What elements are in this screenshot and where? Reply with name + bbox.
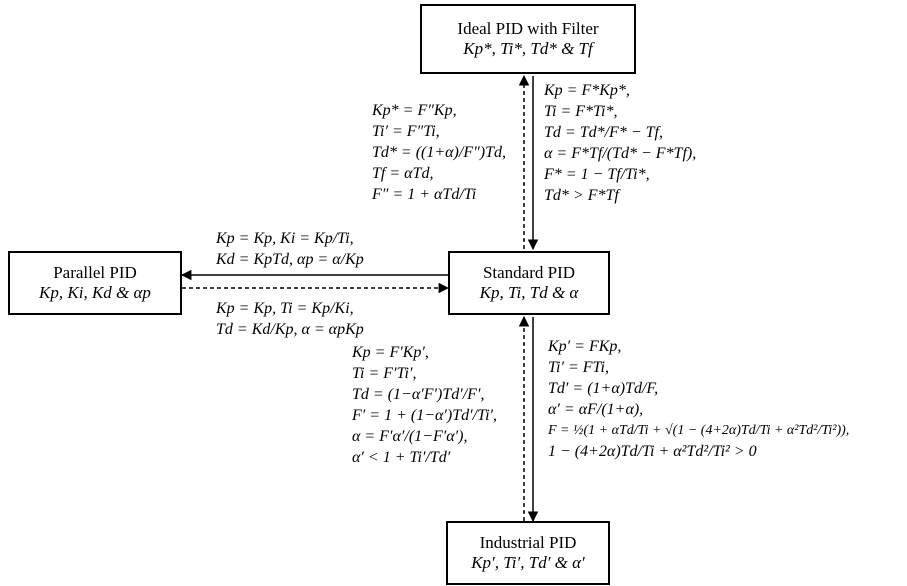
equation-line: Td* = ((1+α)/F″)Td, (372, 144, 506, 161)
equation-line: Kp* = F″Kp, (372, 102, 457, 119)
equation-line: α = F*Tf/(Td* − F*Tf), (544, 145, 697, 162)
equation-line: Kp = Kp, Ki = Kp/Ti, (216, 230, 354, 247)
equation-line: Ti′ = FTi, (548, 359, 609, 376)
node-parallel-params: Kp, Ki, Kd & αp (39, 283, 151, 302)
equation-line: Ti = F′Ti′, (352, 365, 417, 382)
equation-line: α′ < 1 + Ti′/Td′ (352, 449, 451, 466)
label-ideal-to-standard: Kp = F*Kp*, Ti = F*Ti*, Td = Td*/F* − Tf… (544, 80, 696, 206)
label-standard-to-parallel: Kp = Kp, Ki = Kp/Ti, Kd = KpTd, αp = α/K… (216, 228, 364, 270)
equation-line: Tf = αTd, (372, 165, 434, 182)
node-ideal-params: Kp*, Ti*, Td* & Tf (463, 39, 593, 58)
node-industrial-params: Kp′, Ti′, Td′ & α′ (471, 553, 585, 572)
equation-line: α′ = αF/(1+α), (548, 401, 644, 418)
node-parallel-pid: Parallel PID Kp, Ki, Kd & αp (8, 251, 182, 315)
equation-line: Kp = F*Kp*, (544, 82, 630, 99)
equation-line: F′ = 1 + (1−α′)Td′/Ti′, (352, 407, 498, 424)
equation-line: Td = (1−α′F′)Td′/F′, (352, 386, 485, 403)
equation-line: Kp′ = FKp, (548, 338, 622, 355)
equation-line: Kp = Kp, Ti = Kp/Ki, (216, 300, 354, 317)
node-industrial-title: Industrial PID (479, 533, 577, 552)
node-standard-pid: Standard PID Kp, Ti, Td & α (448, 251, 610, 315)
equation-line: F* = 1 − Tf/Ti*, (544, 166, 650, 183)
node-ideal-pid: Ideal PID with Filter Kp*, Ti*, Td* & Tf (420, 4, 636, 74)
label-industrial-to-standard: Kp = F′Kp′, Ti = F′Ti′, Td = (1−α′F′)Td′… (352, 342, 497, 468)
label-standard-to-industrial: Kp′ = FKp, Ti′ = FTi, Td′ = (1+α)Td/F, α… (548, 336, 849, 462)
equation-line: 1 − (4+2α)Td/Ti + α²Td²/Ti² > 0 (548, 443, 757, 460)
equation-line: Td′ = (1+α)Td/F, (548, 380, 659, 397)
node-ideal-title: Ideal PID with Filter (457, 19, 599, 38)
equation-line: Ti′ = F″Ti, (372, 123, 440, 140)
equation-line: α = F′α′/(1−F′α′), (352, 428, 468, 445)
label-standard-to-ideal: Kp* = F″Kp, Ti′ = F″Ti, Td* = ((1+α)/F″)… (372, 100, 506, 205)
node-standard-title: Standard PID (482, 263, 576, 282)
node-industrial-pid: Industrial PID Kp′, Ti′, Td′ & α′ (446, 521, 610, 585)
equation-line: Td = Td*/F* − Tf, (544, 124, 663, 141)
equation-line: Td* > F*Tf (544, 187, 619, 204)
node-standard-params: Kp, Ti, Td & α (479, 283, 579, 302)
node-parallel-title: Parallel PID (53, 263, 137, 282)
equation-line: Ti = F*Ti*, (544, 103, 618, 120)
equation-line: Kp = F′Kp′, (352, 344, 429, 361)
equation-line: Kd = KpTd, αp = α/Kp (216, 251, 364, 268)
equation-line: Td = Kd/Kp, α = αpKp (216, 321, 364, 338)
equation-line: F = ½(1 + αTd/Ti + √(1 − (4+2α)Td/Ti + α… (548, 423, 850, 438)
equation-line: F″ = 1 + αTd/Ti (372, 186, 477, 203)
label-parallel-to-standard: Kp = Kp, Ti = Kp/Ki, Td = Kd/Kp, α = αpK… (216, 298, 364, 340)
